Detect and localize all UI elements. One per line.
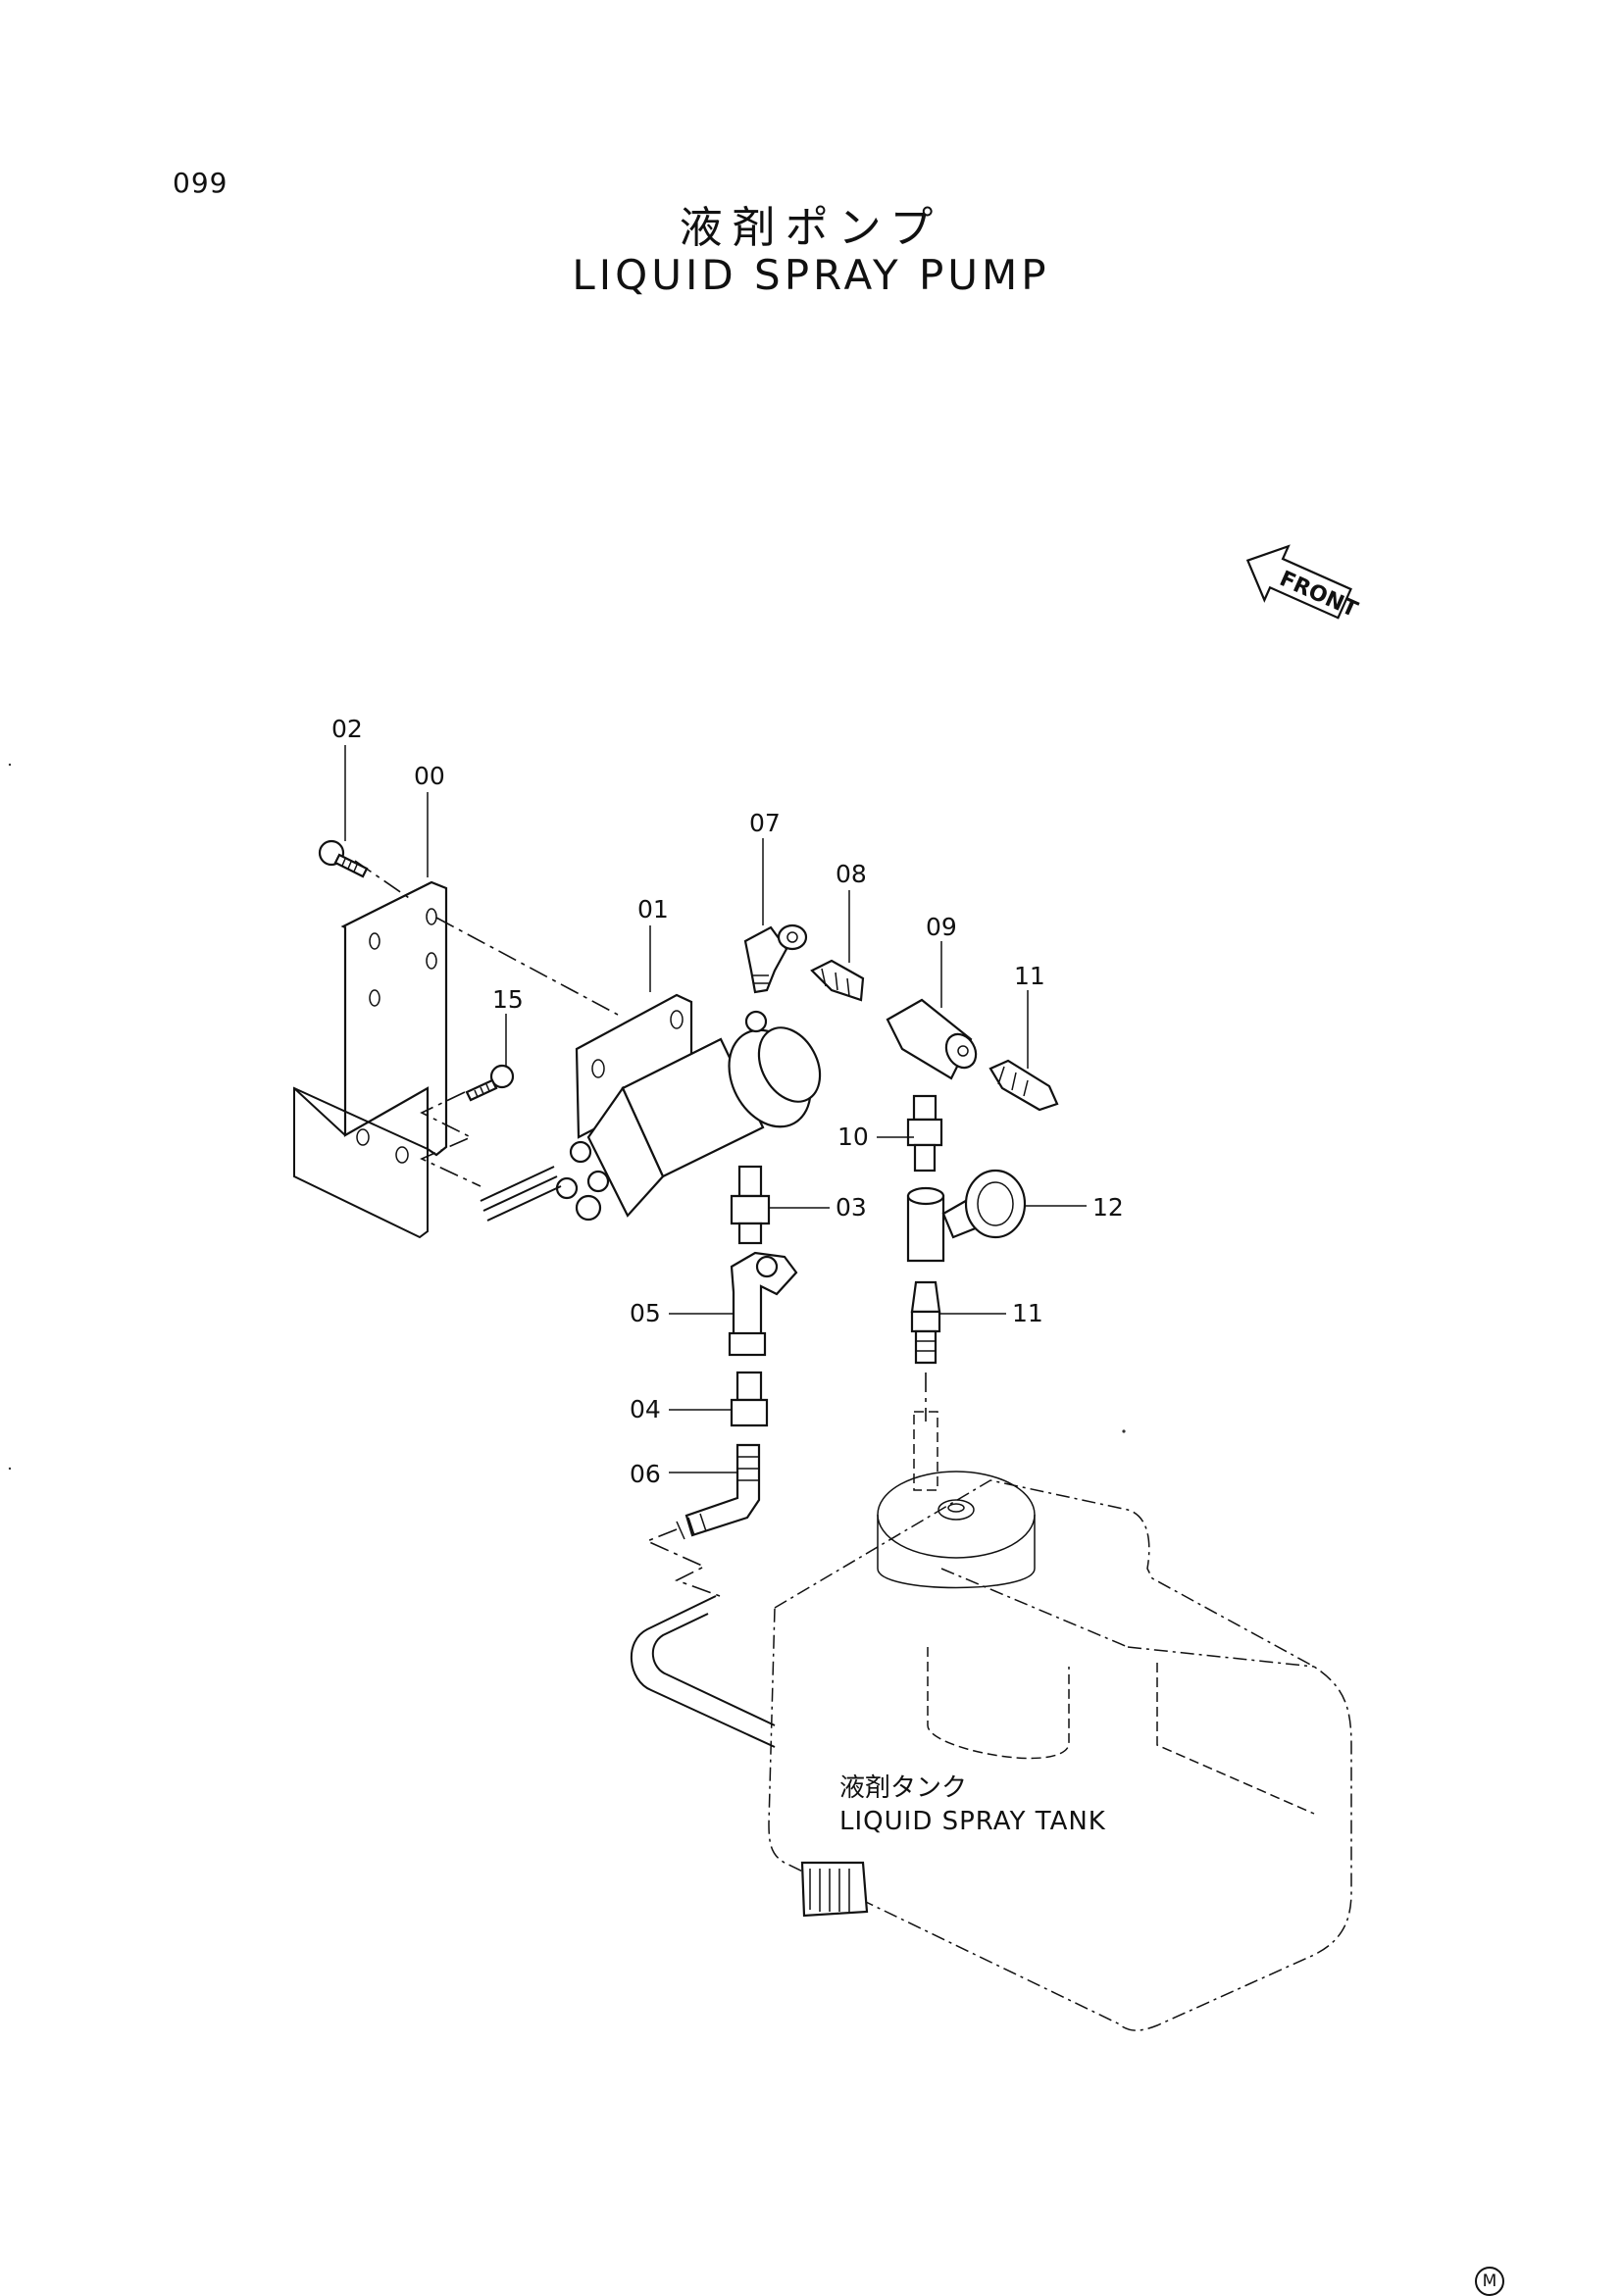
scan-speck [1122, 1429, 1126, 1433]
part-label-05: 05 [630, 1299, 661, 1327]
corner-mark: M [1475, 2267, 1504, 2296]
hose-inner [652, 1613, 776, 1726]
part-label-02: 02 [331, 715, 363, 743]
part-label-00: 00 [414, 762, 445, 790]
part-label-08: 08 [836, 860, 867, 888]
elbow-fitting-07 [743, 923, 808, 994]
tee-fitting-09 [886, 998, 978, 1080]
page-number: 099 [173, 167, 228, 199]
bolt-15 [465, 1064, 515, 1102]
liquid-spray-tank [768, 1471, 1352, 2031]
tank-label-japanese: 液剤タンク [839, 1773, 967, 1803]
scan-speck [8, 1467, 12, 1471]
part-label-15: 15 [492, 985, 524, 1014]
nipple-11-lower [910, 1280, 941, 1365]
nipple-04 [730, 1371, 769, 1427]
title-english: LIQUID SPRAY PUMP [572, 251, 1050, 299]
pump-01 [480, 993, 822, 1222]
part-label-11-upper: 11 [1014, 962, 1045, 990]
part-label-11-lower: 11 [1012, 1299, 1043, 1327]
part-label-04: 04 [630, 1395, 661, 1423]
scan-speck [8, 763, 12, 767]
nipple-03 [730, 1165, 771, 1245]
elbow-barb-06 [676, 1443, 761, 1540]
part-label-03: 03 [836, 1193, 867, 1222]
part-label-12: 12 [1092, 1193, 1124, 1222]
part-label-10: 10 [837, 1123, 869, 1151]
part-label-01: 01 [637, 895, 669, 923]
tank-pipe [913, 1411, 938, 1491]
strainer-05 [728, 1251, 798, 1357]
part-label-06: 06 [630, 1460, 661, 1488]
nipple-11-upper [988, 1059, 1059, 1112]
nipple-08 [810, 959, 865, 1002]
hose-break-line [644, 1528, 721, 1597]
tank-label-english: LIQUID SPRAY TANK [839, 1807, 1106, 1836]
title-japanese: 液剤ポンプ [679, 203, 943, 253]
hose-outer [631, 1595, 776, 1748]
bracket-00 [293, 880, 448, 1239]
assembly-line [354, 860, 413, 901]
part-label-09: 09 [926, 913, 957, 941]
bolt-02 [318, 839, 369, 878]
assembly-line [435, 917, 619, 1016]
valve-12 [906, 1169, 1027, 1263]
front-arrow-icon: FRONT [1245, 544, 1361, 623]
part-label-07: 07 [749, 809, 781, 837]
assembly-line [420, 1091, 482, 1187]
nipple-10 [906, 1094, 943, 1173]
